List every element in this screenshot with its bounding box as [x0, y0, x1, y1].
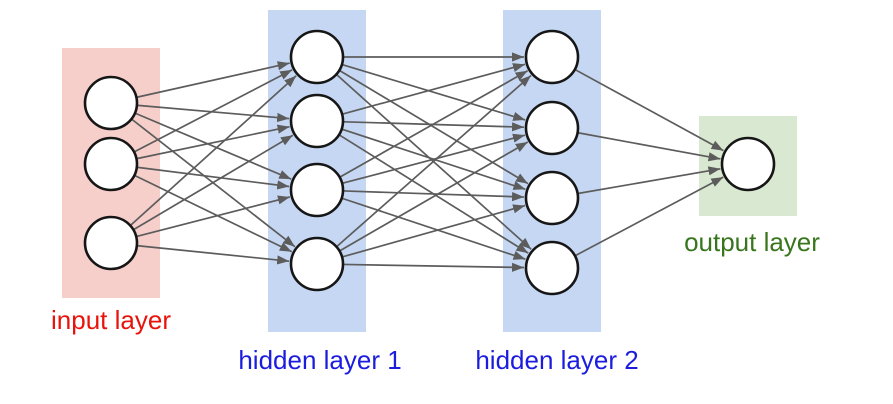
connection-edge [135, 112, 292, 180]
connection-edge [578, 132, 721, 162]
connection-edge [342, 204, 526, 258]
hidden1-neuron-node [289, 162, 345, 218]
connection-edge [134, 69, 293, 153]
connection-edge [342, 133, 526, 184]
hidden2-neuron-node [524, 100, 580, 156]
connection-edge [578, 166, 721, 195]
connection-edge [339, 141, 529, 252]
output-neuron-node [720, 136, 776, 192]
connection-edge [336, 74, 532, 250]
connection-edge [136, 195, 291, 238]
connection-edge [343, 262, 525, 272]
connection-edge [342, 63, 526, 115]
connection-edge [137, 244, 290, 265]
connection-edge [137, 104, 290, 123]
connection-edge [130, 75, 297, 226]
connection-edge [133, 134, 294, 230]
connection-edge [342, 63, 526, 121]
hidden1-neuron-node [289, 236, 345, 292]
connection-edge [137, 124, 290, 160]
connection-edge [134, 175, 293, 253]
connection-edge [340, 70, 529, 178]
hidden-layer-2-label: hidden layer 2 [475, 345, 639, 375]
connection-edge [575, 176, 724, 257]
output-layer-label: output layer [684, 227, 820, 257]
connection-edge [343, 190, 525, 202]
connection-edge [336, 74, 532, 247]
connection-edge [339, 70, 529, 185]
connection-edge [137, 61, 290, 98]
input-neuron-node [83, 215, 139, 271]
hidden2-neuron-node [524, 29, 580, 85]
input-neuron-node [83, 75, 139, 131]
connection-edge [342, 197, 526, 260]
hidden1-neuron-node [289, 93, 345, 149]
hidden1-neuron-node [289, 29, 345, 85]
connection-edge [575, 69, 724, 152]
hidden2-neuron-node [524, 170, 580, 226]
connection-edge [137, 166, 290, 190]
input-neuron-node [83, 136, 139, 192]
hidden-layer-1-label: hidden layer 1 [238, 345, 402, 375]
input-layer-label: input layer [51, 305, 171, 335]
hidden2-neuron-node [524, 240, 580, 296]
